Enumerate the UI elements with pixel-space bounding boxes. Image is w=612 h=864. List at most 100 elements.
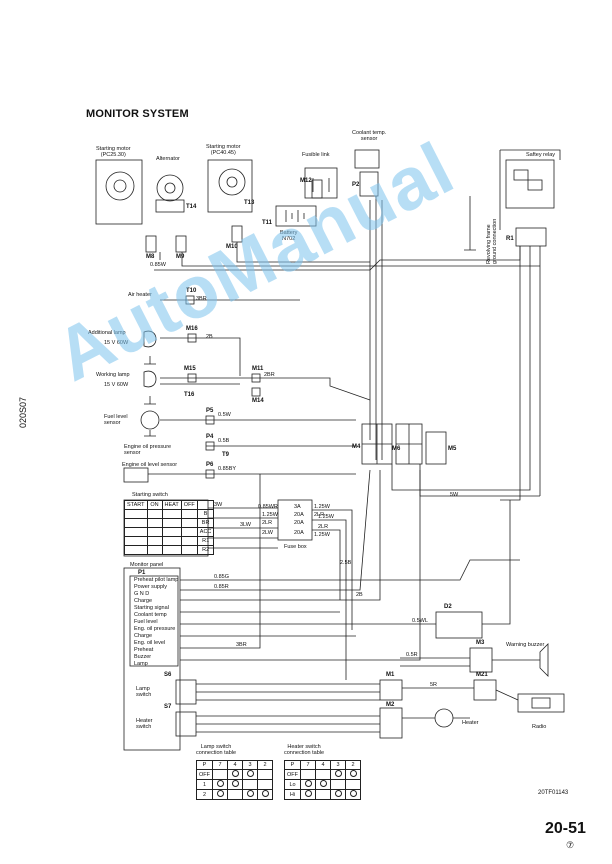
terminal-label: R1 xyxy=(196,536,215,546)
starting-motor-pc4045-label: Starting motor (PC40.45) xyxy=(206,144,241,156)
wire-label: 2B xyxy=(356,592,363,598)
connector-label: T16 xyxy=(184,392,195,398)
table-header: START xyxy=(124,500,148,510)
fuse-entry: 3A xyxy=(294,504,301,510)
page-title: MONITOR SYSTEM xyxy=(86,108,189,120)
connector-label: M12 xyxy=(300,178,312,184)
wire-label: 2.5B xyxy=(340,560,352,566)
starting-switch-label: Starting switch xyxy=(132,492,168,498)
wire-label: 1.25W xyxy=(318,514,334,520)
wire-label: 0.85W xyxy=(150,262,166,268)
additional-lamp-rating: 15 V 60W xyxy=(104,340,129,346)
terminal-label: ACC xyxy=(196,527,215,537)
wire-label: 3W xyxy=(214,502,223,508)
monitor-row: Preheat pilot lamp xyxy=(134,577,179,583)
fuse-entry: 1.25W xyxy=(314,504,330,510)
heater-switch-table-caption: Heater switch connection table xyxy=(284,744,325,756)
connector-label: P4 xyxy=(206,434,214,440)
table-cell: OFF xyxy=(196,769,213,780)
revolving-frame-label: Revolving frame ground connection xyxy=(486,218,498,264)
connector-label: T13 xyxy=(244,200,255,206)
heater-switch-table: P 7 4 3 2 OFF Lo Hi xyxy=(284,760,361,800)
connector-label: S6 xyxy=(164,672,172,678)
table-header: ON xyxy=(146,500,163,510)
fusible-link-label: Fusible link xyxy=(302,152,330,158)
wire-label: 0.5R xyxy=(406,652,418,658)
table-header: 4 xyxy=(227,760,243,770)
connector-label: T10 xyxy=(186,288,197,294)
working-lamp-rating: 15 V 60W xyxy=(104,382,129,388)
working-lamp-label: Working lamp xyxy=(96,372,130,378)
table-cell: Hi xyxy=(284,789,301,800)
lamp-switch-table-caption: Lamp switch connection table xyxy=(196,744,237,756)
coolant-temp-sensor-label: Coolant temp. sensor xyxy=(352,130,387,142)
fuse-entry: 20A xyxy=(294,530,304,536)
monitor-row: Preheat xyxy=(134,647,154,653)
connector-label: T9 xyxy=(222,452,230,458)
monitor-row: Fuel level xyxy=(134,619,158,625)
wire-label: 0.85R xyxy=(214,584,229,590)
radio-label: Radio xyxy=(532,724,547,730)
heater-switch-label: Heater switch xyxy=(136,718,153,730)
fuse-entry: 0.85WR xyxy=(258,504,278,510)
fuse-box-label: Fuse box xyxy=(284,544,307,550)
wire-label: 0.5W xyxy=(218,412,231,418)
fuse-entry: 20A xyxy=(294,512,304,518)
connector-label: T11 xyxy=(262,220,273,226)
fuse-entry: 1.25W xyxy=(262,512,278,518)
wire-label: 0.85G xyxy=(214,574,229,580)
connector-label: M5 xyxy=(448,446,457,452)
connector-label: M16 xyxy=(186,326,198,332)
additional-lamp-label: Additional lamp xyxy=(88,330,126,336)
connector-label: M9 xyxy=(176,254,185,260)
connector-label: M1 xyxy=(386,672,395,678)
wire-label: 3BR xyxy=(236,642,247,648)
lamp-switch-table: P 7 4 3 2 OFF 1 2 xyxy=(196,760,273,800)
monitor-row: Power supply xyxy=(134,584,168,590)
connector-label: D2 xyxy=(444,604,452,610)
wire-label: 3LW xyxy=(240,522,251,528)
wire-label: 2LR xyxy=(318,524,329,530)
wire-label: 3BR xyxy=(196,296,207,302)
table-header: 4 xyxy=(315,760,331,770)
connector-label: M8 xyxy=(146,254,155,260)
connector-label: M10 xyxy=(226,244,238,250)
connector-label: P1 xyxy=(138,570,146,576)
terminal-label: BR xyxy=(196,518,215,528)
terminal-label: B xyxy=(196,509,215,519)
table-header: 2 xyxy=(257,760,273,770)
figure-code: 20TF01143 xyxy=(538,790,569,796)
fuse-entry: 1.25W xyxy=(314,532,330,538)
table-header: 7 xyxy=(300,760,316,770)
wire-label: 0.85BY xyxy=(218,466,237,472)
connector-label: M6 xyxy=(392,446,401,452)
connector-label: M2 xyxy=(386,702,395,708)
fuse-entry: 2LW xyxy=(262,530,273,536)
table-cell: 1 xyxy=(196,779,213,790)
table-header: HEAT xyxy=(161,500,182,510)
monitor-row: Charge xyxy=(134,633,153,639)
battery-label: Battery N702 xyxy=(280,230,298,242)
connector-label: M21 xyxy=(476,672,488,678)
monitor-panel-label: Monitor panel xyxy=(130,562,164,568)
connector-label: T14 xyxy=(186,204,197,210)
connector-label: P6 xyxy=(206,462,214,468)
table-header: 2 xyxy=(345,760,361,770)
wire-label: 2B xyxy=(206,334,213,340)
table-cell: OFF xyxy=(284,769,301,780)
heater-label: Heater xyxy=(462,720,479,726)
engine-oil-pressure-sensor-label: Engine oil pressure sensor xyxy=(124,444,172,456)
fuse-entry: 2LR xyxy=(262,520,273,526)
air-heater-label: Air heater xyxy=(128,292,152,298)
monitor-row: Eng. oil level xyxy=(134,640,166,646)
table-header xyxy=(196,500,215,510)
monitor-row: Buzzer xyxy=(134,654,152,660)
fuse-entry: 20A xyxy=(294,520,304,526)
revision-mark: ⑦ xyxy=(566,840,575,850)
fuse-entry: 2LR xyxy=(314,512,325,518)
wire-label: 2BR xyxy=(264,372,275,378)
connector-label: M3 xyxy=(476,640,485,646)
terminal-label: R2 xyxy=(196,545,215,555)
monitor-row: Lamp xyxy=(134,661,148,667)
